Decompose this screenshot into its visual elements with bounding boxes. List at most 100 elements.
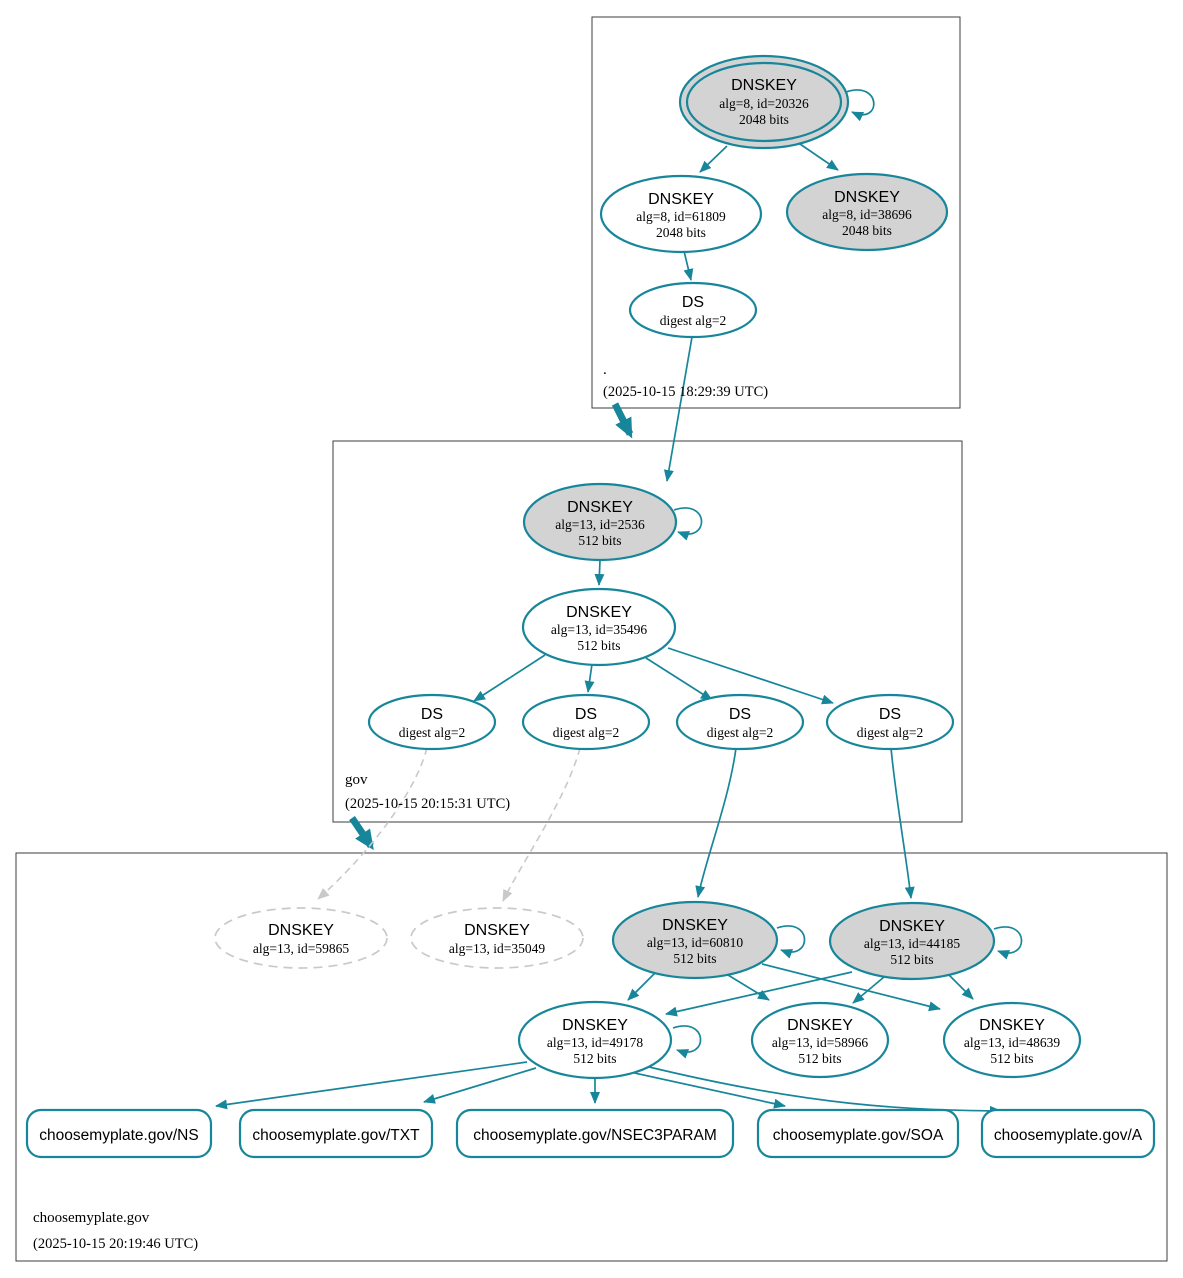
- dnskey-59865-title: DNSKEY: [268, 922, 334, 939]
- zone-label-root: .: [603, 362, 607, 378]
- edge-k20326-to-k38696: [799, 143, 839, 171]
- node-ds-root: DS digest alg=2: [628, 281, 758, 339]
- dnskey-35496-title: DNSKEY: [566, 604, 632, 621]
- node-dnskey-59865-missing: DNSKEY alg=13, id=59865: [214, 907, 388, 969]
- ds-gov-2-ellipse[interactable]: [521, 693, 651, 751]
- dnskey-44185-title: DNSKEY: [879, 918, 945, 935]
- dnskey-35049-ellipse[interactable]: [410, 907, 584, 969]
- dnskey-61809-detail: alg=8, id=61809: [636, 209, 726, 224]
- node-ds-gov-4: DS digest alg=2: [825, 693, 955, 751]
- node-dnskey-2536: DNSKEY alg=13, id=2536 512 bits: [522, 482, 678, 562]
- rrset-soa-label: choosemyplate.gov/SOA: [773, 1127, 944, 1144]
- rrset-ns: choosemyplate.gov/NS: [25, 1108, 213, 1159]
- ds-root-ellipse[interactable]: [628, 281, 758, 339]
- node-dnskey-35049-missing: DNSKEY alg=13, id=35049: [410, 907, 584, 969]
- dnskey-20326-bits: 2048 bits: [739, 112, 789, 127]
- edge-ds2-to-k35049-dashed: [502, 747, 581, 902]
- node-ds-gov-1: DS digest alg=2: [367, 693, 497, 751]
- dnskey-60810-detail: alg=13, id=60810: [647, 935, 743, 950]
- dnskey-2536-detail: alg=13, id=2536: [555, 517, 645, 532]
- node-ds-gov-2: DS digest alg=2: [521, 693, 651, 751]
- dnskey-60810-title: DNSKEY: [662, 917, 728, 934]
- edge-k2536-to-k35496: [594, 559, 605, 586]
- node-ds-gov-3: DS digest alg=2: [675, 693, 805, 751]
- dnskey-35496-bits: 512 bits: [577, 638, 620, 653]
- dnskey-20326-detail: alg=8, id=20326: [719, 96, 809, 111]
- dnskey-49178-detail: alg=13, id=49178: [547, 1035, 643, 1050]
- rrset-txt-label: choosemyplate.gov/TXT: [252, 1127, 420, 1144]
- dnskey-60810-ellipse[interactable]: [611, 900, 779, 980]
- edge-k44185-to-k48639: [947, 973, 974, 1000]
- edge-k20326-selfloop: [845, 89, 875, 122]
- dnskey-48639-title: DNSKEY: [979, 1017, 1045, 1034]
- edge-k20326-to-k61809: [699, 145, 728, 173]
- rrset-nsec3param-box[interactable]: [455, 1108, 735, 1159]
- dnskey-44185-bits: 512 bits: [890, 952, 933, 967]
- dnskey-20326-title: DNSKEY: [731, 77, 797, 94]
- dnskey-48639-ellipse[interactable]: [942, 1001, 1082, 1079]
- dnskey-49178-ellipse[interactable]: [517, 1000, 673, 1080]
- edge-k61809-to-dsroot: [683, 250, 694, 281]
- ds-gov-1-ellipse[interactable]: [367, 693, 497, 751]
- dnskey-48639-bits: 512 bits: [990, 1051, 1033, 1066]
- zone-label-choosemyplate-gov: choosemyplate.gov: [33, 1210, 150, 1226]
- rrset-nsec3param: choosemyplate.gov/NSEC3PARAM: [455, 1108, 735, 1159]
- rrset-soa-box[interactable]: [756, 1108, 960, 1159]
- dnskey-2536-ellipse[interactable]: [522, 482, 678, 562]
- edge-k49178-selfloop: [672, 1025, 702, 1059]
- rrset-txt: choosemyplate.gov/TXT: [238, 1108, 434, 1159]
- edge-k35496-to-ds1: [473, 654, 546, 702]
- ds-gov-1-title: DS: [421, 706, 443, 723]
- edge-k49178-to-rrset-txt: [423, 1067, 537, 1104]
- zone-timestamp-root: (2025-10-15 18:29:39 UTC): [603, 384, 768, 400]
- dnskey-35496-ellipse[interactable]: [521, 587, 677, 667]
- ds-root-detail: digest alg=2: [660, 313, 726, 328]
- edge-k44185-selfloop: [993, 926, 1023, 960]
- dnskey-60810-bits: 512 bits: [673, 951, 716, 966]
- node-dnskey-60810: DNSKEY alg=13, id=60810 512 bits: [611, 900, 779, 980]
- zone-label-gov: gov: [345, 772, 368, 788]
- dnskey-59865-detail: alg=13, id=59865: [253, 941, 349, 956]
- node-dnskey-49178: DNSKEY alg=13, id=49178 512 bits: [517, 1000, 673, 1080]
- dnskey-38696-bits: 2048 bits: [842, 223, 892, 238]
- dnskey-61809-title: DNSKEY: [648, 191, 714, 208]
- node-dnskey-48639: DNSKEY alg=13, id=48639 512 bits: [942, 1001, 1082, 1079]
- edge-k35496-to-ds4: [667, 647, 834, 705]
- dnskey-58966-ellipse[interactable]: [750, 1001, 890, 1079]
- node-dnskey-61809: DNSKEY alg=8, id=61809 2048 bits: [599, 174, 763, 254]
- dnskey-20326-ellipse-inner[interactable]: [685, 61, 843, 143]
- edge-delegation-root-to-gov: [611, 402, 634, 439]
- dnskey-58966-bits: 512 bits: [798, 1051, 841, 1066]
- ds-gov-3-title: DS: [729, 706, 751, 723]
- ds-gov-3-ellipse[interactable]: [675, 693, 805, 751]
- dnskey-44185-ellipse[interactable]: [828, 901, 996, 981]
- node-dnskey-58966: DNSKEY alg=13, id=58966 512 bits: [750, 1001, 890, 1079]
- dnskey-38696-detail: alg=8, id=38696: [822, 207, 912, 222]
- node-dnskey-20326: DNSKEY alg=8, id=20326 2048 bits: [678, 54, 850, 150]
- ds-gov-4-ellipse[interactable]: [825, 693, 955, 751]
- dnskey-35049-title: DNSKEY: [464, 922, 530, 939]
- edge-k60810-to-k58966: [727, 974, 770, 1001]
- zone-timestamp-gov: (2025-10-15 20:15:31 UTC): [345, 796, 510, 812]
- dnskey-35049-detail: alg=13, id=35049: [449, 941, 545, 956]
- dnskey-38696-ellipse[interactable]: [785, 172, 949, 252]
- ds-gov-4-detail: digest alg=2: [857, 725, 923, 740]
- rrset-ns-box[interactable]: [25, 1108, 213, 1159]
- edge-k2536-selfloop: [673, 507, 703, 541]
- edge-ds4-to-k44185: [890, 747, 915, 899]
- edge-delegation-gov-to-choosemyplate: [349, 816, 374, 851]
- ds-gov-4-title: DS: [879, 706, 901, 723]
- rrset-a: choosemyplate.gov/A: [980, 1108, 1156, 1159]
- rrset-soa: choosemyplate.gov/SOA: [756, 1108, 960, 1159]
- rrset-txt-box[interactable]: [238, 1108, 434, 1159]
- ds-gov-3-detail: digest alg=2: [707, 725, 773, 740]
- edge-ds3-to-k60810: [695, 747, 737, 898]
- edge-k49178-to-rrset-ns: [215, 1061, 528, 1110]
- edge-k60810-to-k48639: [761, 963, 941, 1012]
- ds-gov-2-detail: digest alg=2: [553, 725, 619, 740]
- dnskey-61809-ellipse[interactable]: [599, 174, 763, 254]
- ds-gov-1-detail: digest alg=2: [399, 725, 465, 740]
- rrset-a-box[interactable]: [980, 1108, 1156, 1159]
- dnskey-59865-ellipse[interactable]: [214, 907, 388, 969]
